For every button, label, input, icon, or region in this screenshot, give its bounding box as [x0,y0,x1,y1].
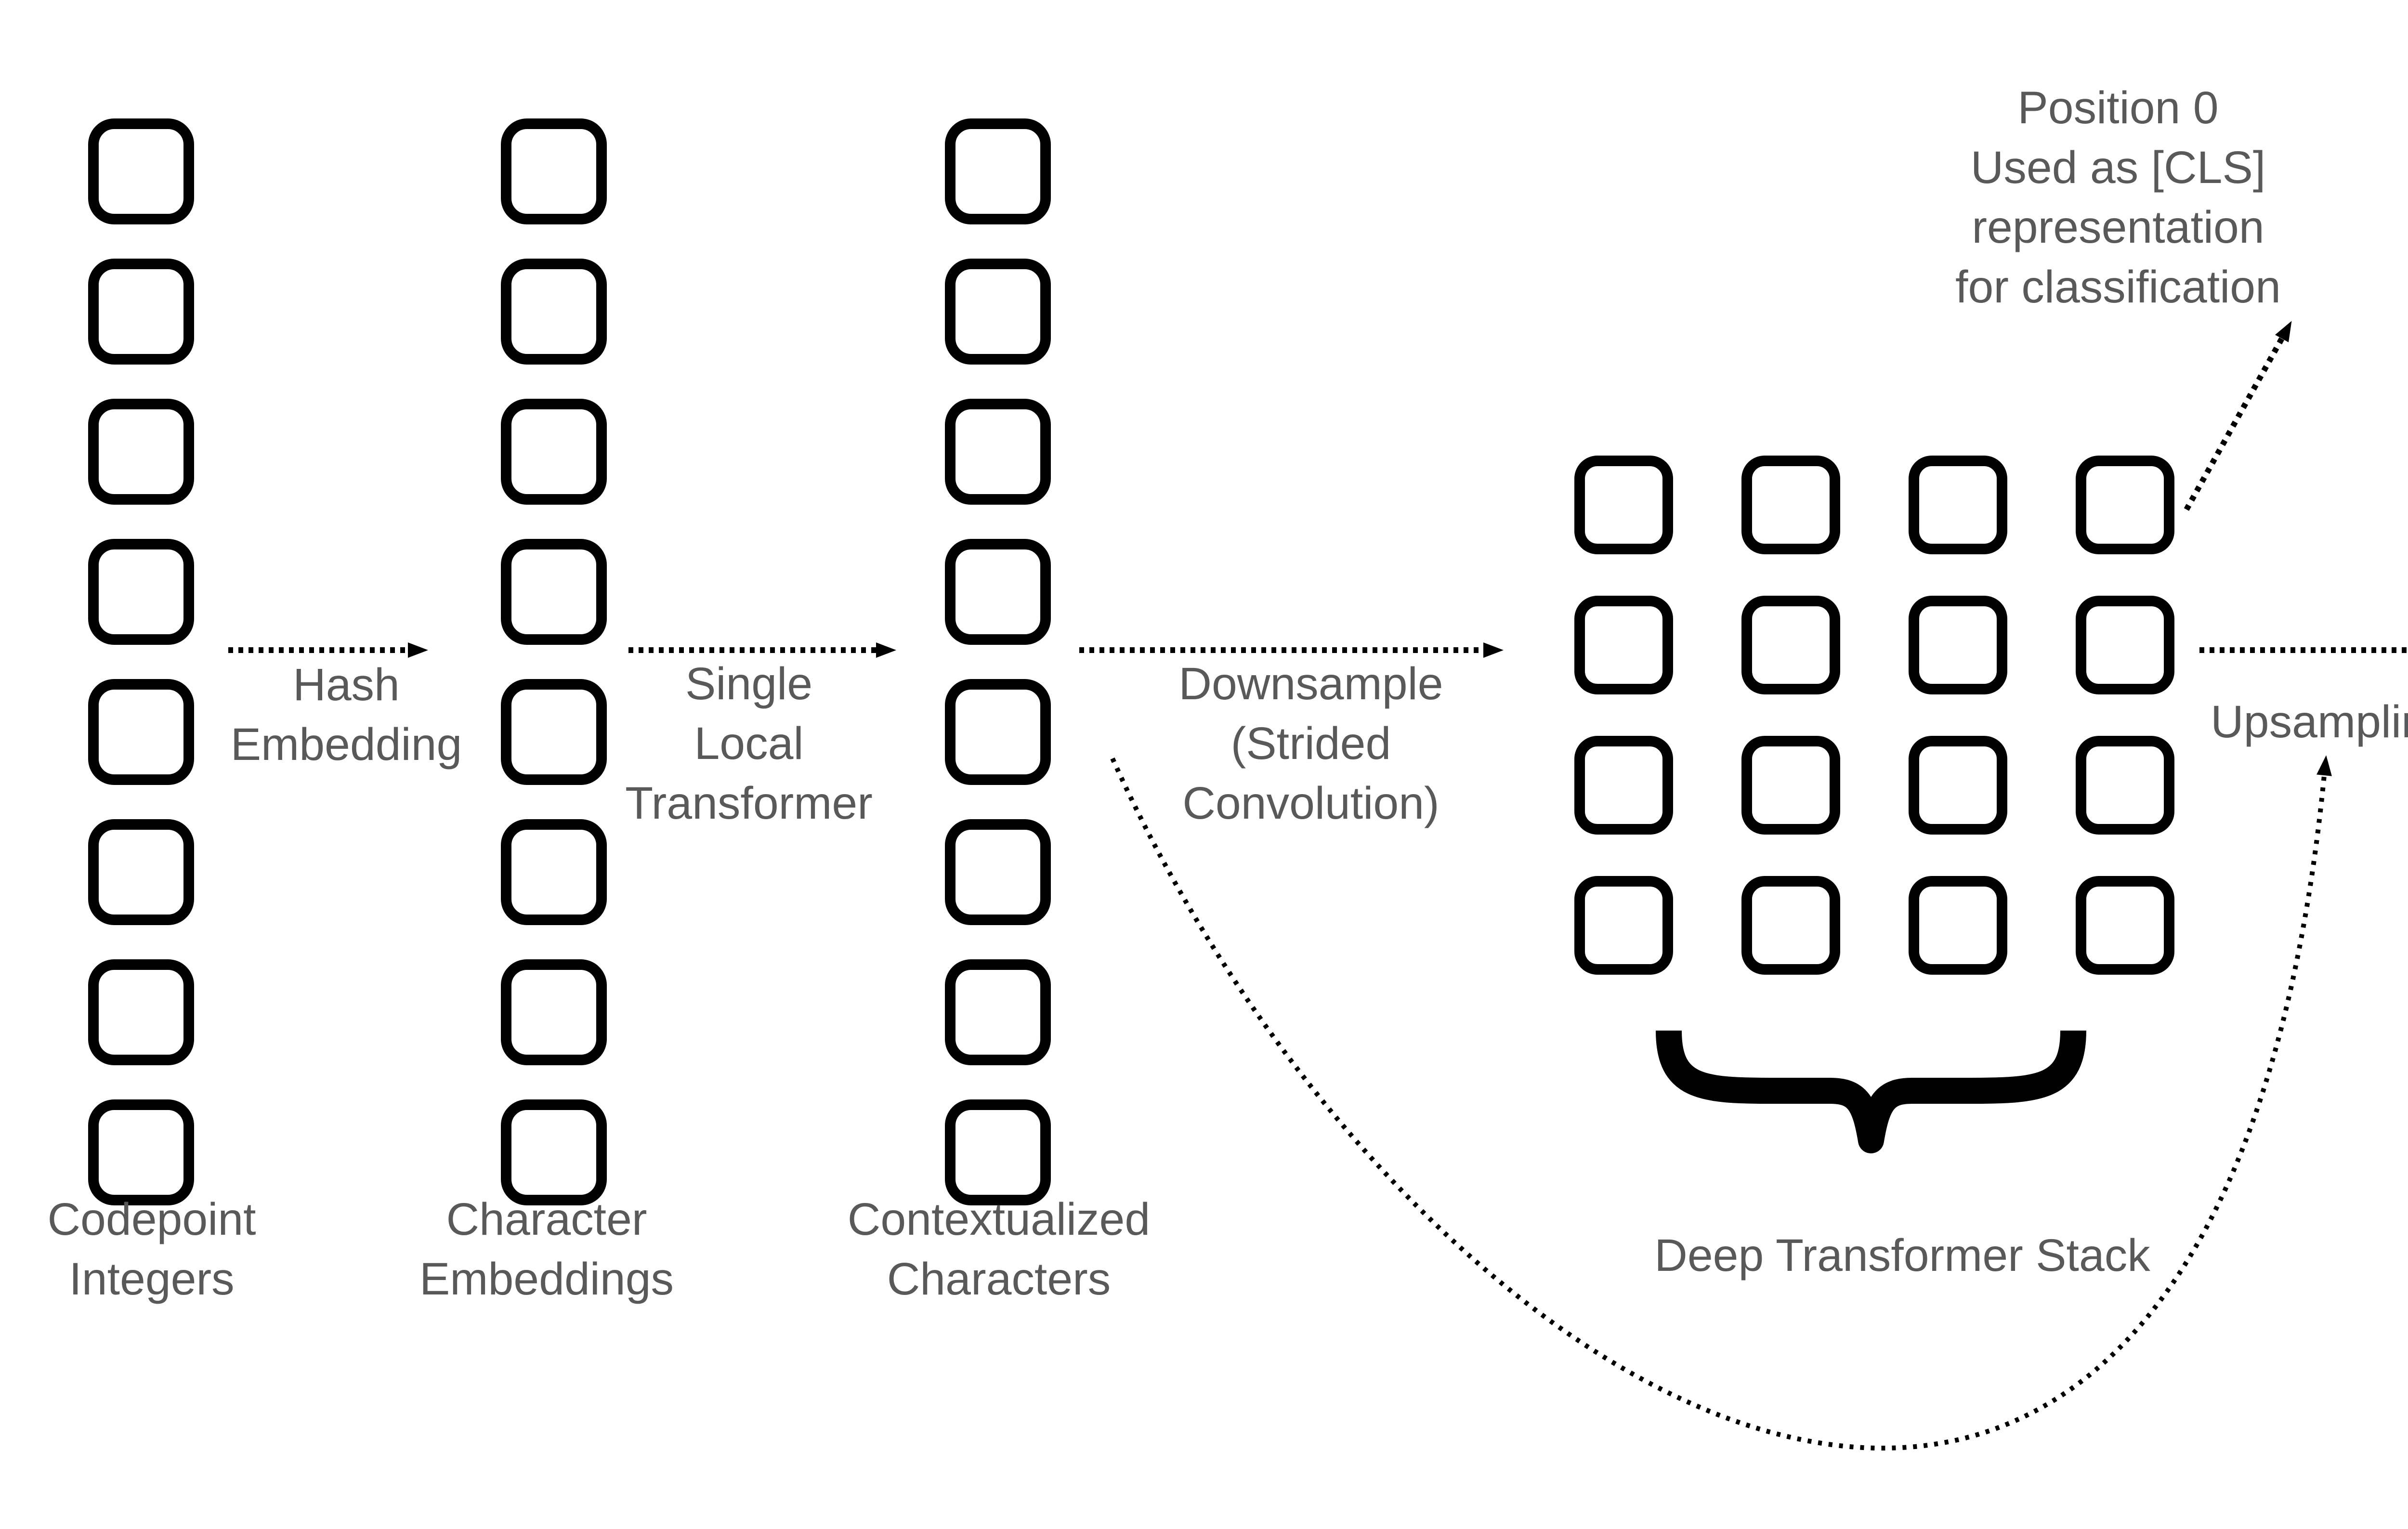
token-box [1741,456,1840,554]
token-box [1574,456,1673,554]
skip-connection-curve [1110,755,2332,1451]
token-box [945,959,1051,1065]
token-box [88,399,194,505]
token-box [501,1099,607,1205]
token-box [1741,736,1840,835]
token-box [1574,596,1673,694]
token-box [945,259,1051,365]
token-box [945,399,1051,505]
token-box [88,259,194,365]
token-box [88,539,194,645]
token-box [501,539,607,645]
label-concatenated-representations: Concatenated Representations [2280,1214,2408,1333]
token-box [501,399,607,505]
token-box [88,1099,194,1205]
token-box [945,118,1051,224]
label-contextualized-characters: Contextualized Characters [847,1194,1151,1305]
token-box [1909,876,2007,975]
token-box [1574,876,1673,975]
label-downsample: Downsample (Strided Convolution) [1178,658,1443,829]
token-box [88,819,194,925]
token-box [1909,736,2007,835]
label-deep-transformer-stack: Deep Transformer Stack [1654,1230,2150,1281]
token-box [945,819,1051,925]
token-box [501,819,607,925]
token-box [501,259,607,365]
token-box [88,679,194,785]
cls-arrow [2184,321,2292,511]
token-box [1741,876,1840,975]
token-box [1909,456,2007,554]
token-box [2076,596,2174,694]
token-box [2076,456,2174,554]
token-box [1741,596,1840,694]
token-box [945,539,1051,645]
token-box [1574,736,1673,835]
token-box [945,1099,1051,1205]
token-box [88,959,194,1065]
label-single-local-transformer: Single Local Transformer [625,658,873,829]
deep-transformer-grid [1574,456,2176,976]
token-box [945,679,1051,785]
token-box [88,118,194,224]
token-box [2076,876,2174,975]
token-box [2076,736,2174,835]
label-upsampling: Upsampling [2211,696,2408,747]
label-hash-embedding: Hash Embedding [230,659,462,770]
token-box [1909,596,2007,694]
label-codepoint-integers: Codepoint Integers [47,1194,256,1305]
token-box [501,118,607,224]
stack-brace [1656,1030,2086,1153]
cls-annotation: Position 0 Used as [CLS] representation … [1955,82,2281,313]
token-box [501,679,607,785]
token-box [501,959,607,1065]
label-character-embeddings: Character Embeddings [419,1194,674,1305]
